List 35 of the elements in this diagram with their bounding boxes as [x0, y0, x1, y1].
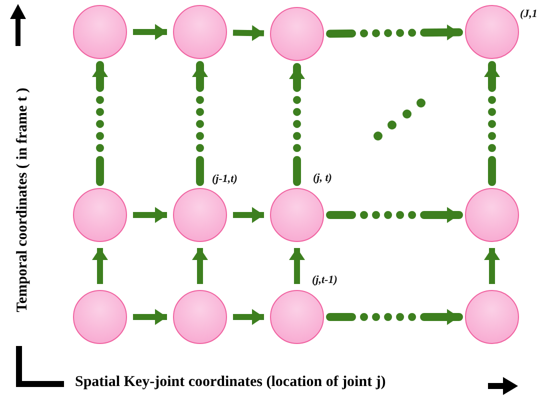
arrow [232, 25, 264, 42]
coordinate-label: (j-1,t) [212, 173, 238, 185]
circle-node [73, 5, 127, 59]
circle-node [270, 188, 324, 242]
arrow [289, 63, 305, 186]
circle-node [465, 290, 519, 344]
axis-label: Temporal coordinates ( in frame t ) [14, 88, 32, 312]
circle-node [270, 290, 324, 344]
axis-label: Spatial Key-joint coordinates (location of joint j) [75, 374, 386, 391]
arrow [289, 248, 305, 284]
circle-node [173, 188, 227, 242]
arrow [192, 61, 208, 186]
arrow [326, 24, 463, 40]
circle-node [465, 5, 519, 59]
coordinate-label: (J,1 [520, 8, 538, 20]
arrow [326, 207, 463, 223]
arrow [233, 309, 264, 325]
arrow [484, 248, 500, 284]
arrow [133, 309, 167, 325]
coordinate-label: (j,t-1) [312, 274, 338, 286]
circle-node [173, 5, 227, 59]
arrow [92, 61, 108, 186]
arrow [92, 248, 108, 284]
arrow [133, 24, 167, 40]
circle-node [270, 7, 324, 61]
arrow [133, 207, 167, 223]
circle-node [173, 290, 227, 344]
coordinate-label: (j, t) [313, 172, 332, 184]
circle-node [465, 188, 519, 242]
arrow [192, 248, 208, 284]
arrow [484, 61, 500, 186]
arrow [326, 309, 463, 325]
circle-node [73, 188, 127, 242]
arrow [233, 207, 264, 223]
circle-node [73, 290, 127, 344]
